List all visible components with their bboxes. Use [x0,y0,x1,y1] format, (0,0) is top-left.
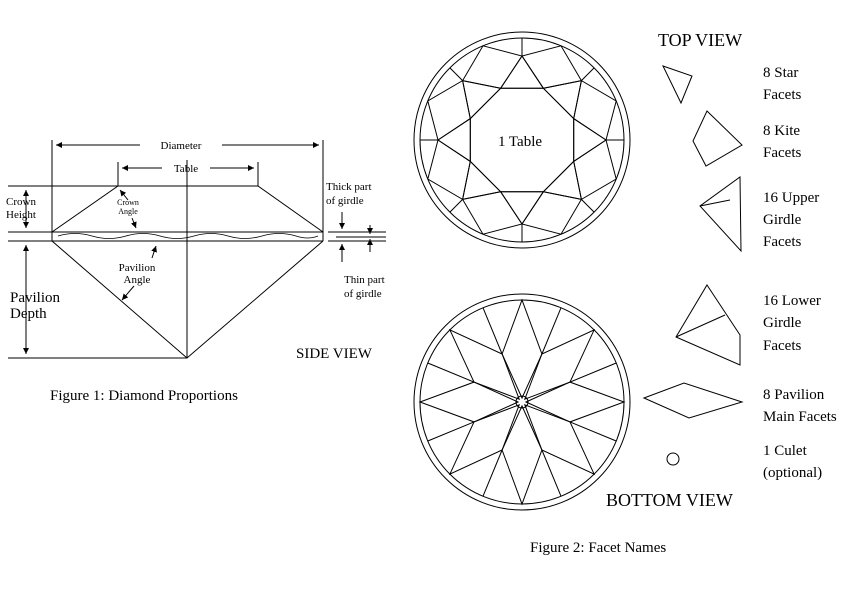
bottom-view-label: BOTTOM VIEW [606,490,733,510]
kite-facet [573,139,617,201]
star-facet [499,55,545,89]
kite-facet-shape [692,110,743,167]
kite-facet [427,139,471,201]
kite-facet [427,79,471,141]
lower-girdle-edge [427,362,475,383]
thick-girdle-label-1: Thick part [326,181,372,193]
diameter-label: Diameter [161,140,202,152]
pavilion-main-facet [448,328,521,401]
upper-girdle-edge [449,67,463,81]
pavilion-main-label-1: 8 Pavilion [763,387,825,403]
kite-facet [521,45,583,89]
lower-girdle-edge [427,421,475,442]
kite-facet [461,45,523,89]
upper-girdle-label-2: Girdle [763,212,802,228]
culet-shape [666,452,680,466]
crown-height-label-2: Height [6,209,36,221]
upper-girdle-edge [581,67,595,81]
pavilion-angle-label-2: Angle [124,274,151,286]
table-dimension-label: Table [174,163,198,175]
lower-girdle-edge [482,307,503,355]
kite-facet [521,191,583,235]
star-facets-label-1: 8 Star [763,65,798,81]
pavilion-depth-label-1: Pavilion [10,290,61,306]
pavilion-depth-label-2: Depth [10,306,47,322]
kite-facets-label-1: 8 Kite [763,123,800,139]
star-facets-label-2: Facets [763,87,801,103]
lower-girdle-label-1: 16 Lower [763,293,821,309]
thick-girdle-label-2: of girdle [326,195,364,207]
thin-girdle-label-1: Thin part [344,274,385,286]
pavilion-angle-label-1: Pavilion [119,262,156,274]
pavilion-main-facet [524,381,626,423]
upper-girdle-edge [581,199,595,213]
thin-girdle-label-2: of girdle [344,288,382,300]
upper-girdle-label-3: Facets [763,234,801,250]
pavilion-main-facet [523,403,596,476]
pavilion-main-facet [418,381,520,423]
lower-girdle-label-3: Facets [763,338,801,354]
culet-circle [515,395,529,409]
table-facet-label: 1 Table [498,134,542,150]
lower-girdle-edge [541,449,562,497]
pavilion-main-label-2: Main Facets [763,409,837,425]
star-facet [499,191,545,225]
girdle-outer-circle [413,293,631,511]
pavilion-main-facet [501,298,543,400]
culet-label-2: (optional) [763,465,822,481]
culet-label-1: 1 Culet [763,443,808,459]
figure1-caption: Figure 1: Diamond Proportions [50,388,238,404]
upper-girdle-facet-shape [699,176,742,253]
star-facet-shape [662,65,693,105]
crown-height-label-1: Crown [6,196,36,208]
lower-girdle-edge [569,362,617,383]
star-facet [461,79,502,120]
star-facet [542,160,583,201]
star-facet [542,79,583,120]
bottom-view-diagram [413,293,631,511]
side-view-label: SIDE VIEW [296,346,373,362]
crown-angle-label-1: Crown [117,198,139,207]
crown-angle-label-2: Angle [118,207,138,216]
girdle-outer-circle [413,31,631,249]
lower-girdle-facet-shape [675,284,741,366]
star-facet [437,117,471,163]
side-view-diagram [8,140,386,359]
lower-girdle-edge [482,449,503,497]
crown-outline [51,185,324,233]
kite-facets-label-2: Facets [763,145,801,161]
top-view-diagram [413,31,631,249]
kite-facet [573,79,617,141]
pavilion-main-facet [501,404,543,506]
lower-girdle-label-2: Girdle [763,315,802,331]
top-view-label: TOP VIEW [658,30,742,50]
upper-girdle-label-1: 16 Upper [763,190,819,206]
pavilion-main-facet [448,403,521,476]
lower-girdle-edge [569,421,617,442]
kite-facet [461,191,523,235]
star-facet [573,117,607,163]
lower-girdle-edge [541,307,562,355]
girdle-scallops [57,233,319,239]
upper-girdle-edge [449,199,463,213]
pavilion-main-facet-shape [642,382,744,419]
pavilion-main-facet [523,328,596,401]
figure2-caption: Figure 2: Facet Names [530,540,666,556]
star-facet [461,160,502,201]
